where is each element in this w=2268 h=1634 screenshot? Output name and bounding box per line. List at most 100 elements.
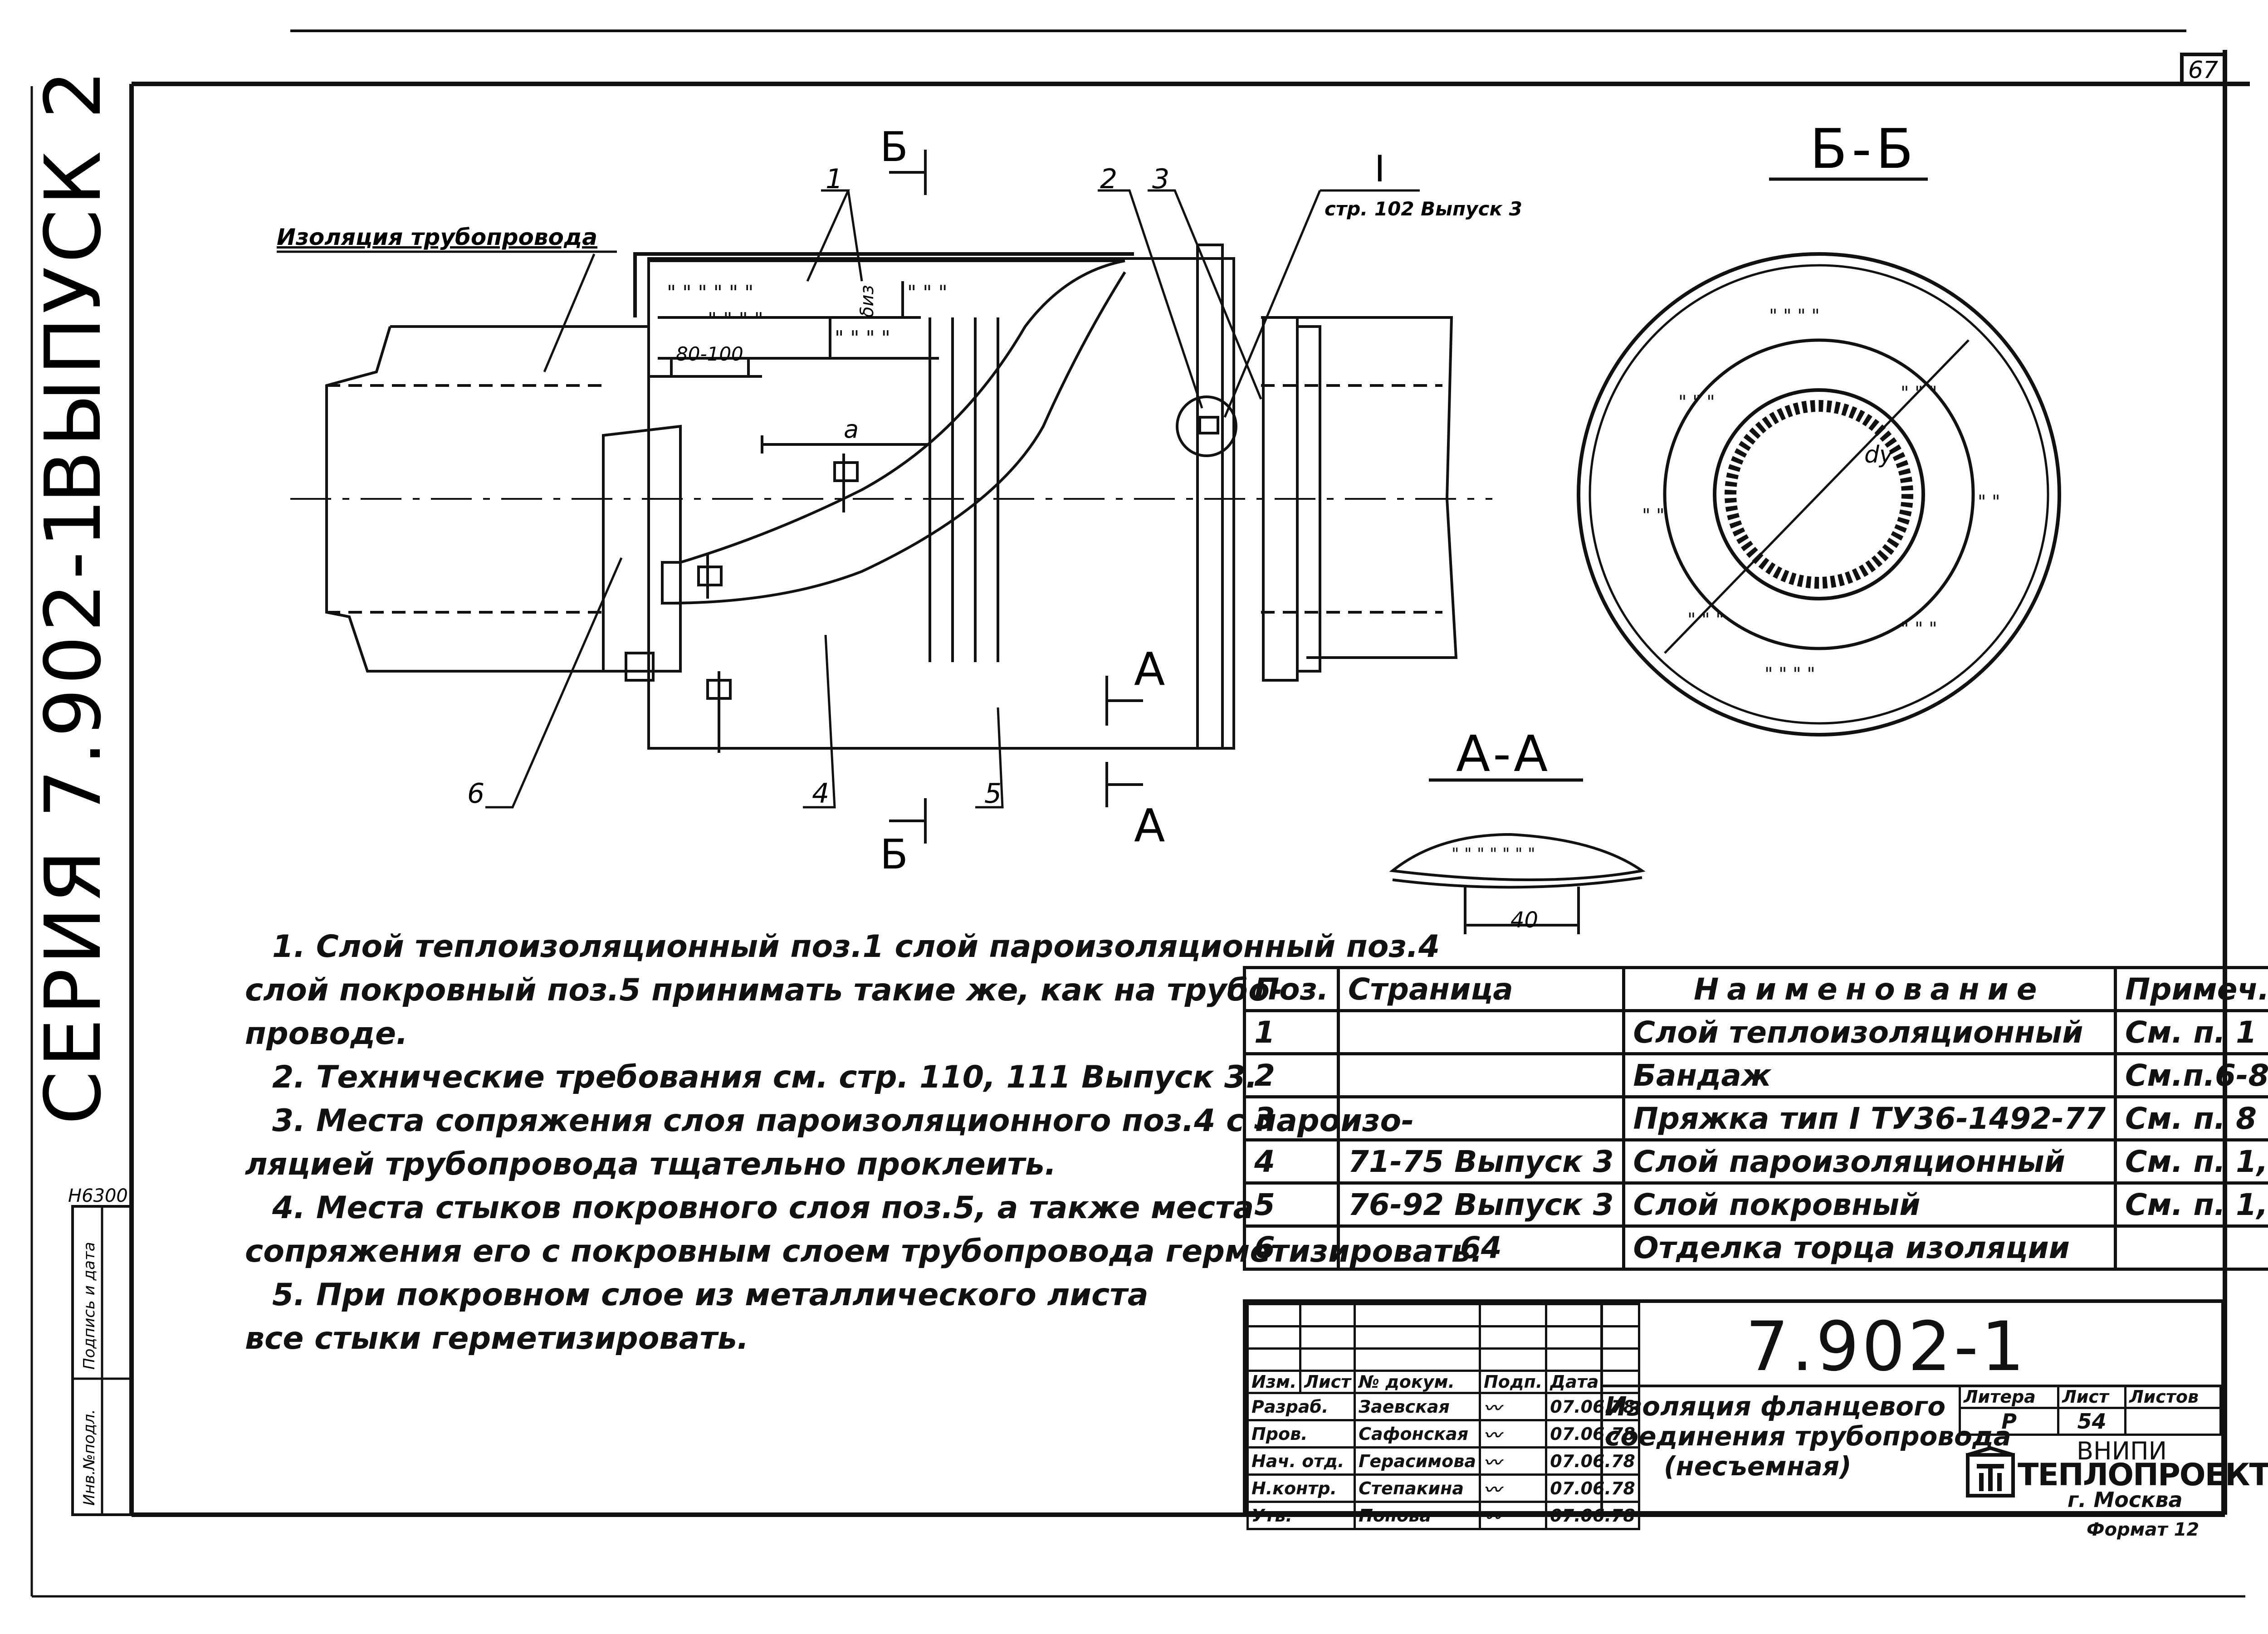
table-row: 2 Бандаж См.п.6-8 ТТ <box>1242 1052 2268 1098</box>
table-row: Нач. отд. Герасимова 〰 07.06.78 <box>1246 1446 1640 1476</box>
dim-80-100: 80-100 <box>676 343 743 365</box>
svg-text:" " " ": " " " " <box>1769 306 1820 327</box>
dim-a: a <box>844 415 859 444</box>
spec-cell: См. п. 1, 3 <box>2114 1138 2268 1185</box>
title-line: соединения трубопровода <box>1605 1421 2011 1452</box>
spec-cell <box>1337 1052 1625 1098</box>
callout-I: I <box>1374 148 1385 190</box>
inv-label: Инв.№подл. <box>80 1409 98 1506</box>
spec-header-row: Поз. Страница Наименование Примеч. <box>1242 966 2268 1012</box>
note-line: 5. При покровном слое из металлического … <box>272 1277 1149 1313</box>
section-a-bottom: A <box>1134 799 1165 852</box>
sheet-info-grid: Литера Лист Листов Р 54 <box>1958 1385 2222 1436</box>
table-row: 4 71-75 Выпуск 3 Слой пароизоляционный С… <box>1242 1138 2268 1185</box>
note-line: слой покровный поз.5 принимать такие же,… <box>245 972 1283 1008</box>
date-cell: 07.06.78 <box>1545 1501 1640 1530</box>
pos-6: 6 <box>467 778 484 810</box>
series-title: СЕРИЯ 7.902-1 <box>29 495 118 1125</box>
left-margin: СЕРИЯ 7.902-1 ВЫПУСК 2 Н6300 Инв.№подл. … <box>29 66 133 1516</box>
spec-cell: 1 <box>1242 1009 1340 1055</box>
table-row: 5 76-92 Выпуск 3 Слой покровный См. п. 1… <box>1242 1181 2268 1228</box>
svg-text:" ": " " <box>1978 492 2000 512</box>
section-aa-view <box>1389 833 1646 934</box>
title-line: Изоляция фланцевого <box>1605 1391 1946 1422</box>
insulation-label: Изоляция трубопровода <box>277 224 597 250</box>
sign-label: Подпись и дата <box>80 1242 98 1370</box>
svg-text:" " ": " " " <box>907 281 948 304</box>
insulation-hatch: " " " " " " " " " " " " " " " " " <box>667 281 948 350</box>
spec-cell: См. п. 1 <box>2114 1009 2268 1055</box>
section-b-bottom: Б <box>880 831 908 878</box>
view-aa-title: А-А <box>1456 725 1550 783</box>
name-cell: Попова <box>1354 1501 1481 1530</box>
signature-cell: 〰 <box>1478 1419 1548 1449</box>
spec-cell: См. п. 8 ТТ <box>2114 1095 2268 1141</box>
svg-text:" " " ": " " " " <box>708 308 763 332</box>
spec-cell <box>1337 1009 1625 1055</box>
spec-cell: 6 <box>1242 1224 1340 1271</box>
side-view <box>290 244 1492 753</box>
spec-cell: Бандаж <box>1622 1052 2117 1098</box>
dim-dy: dy <box>1864 441 1894 468</box>
role-cell: Пров. <box>1246 1419 1356 1449</box>
pos-2: 2 <box>1100 163 1117 195</box>
stamp-header: № докум. <box>1354 1370 1481 1394</box>
signature-cell: 〰 <box>1478 1446 1548 1476</box>
date-cell: 07.06.78 <box>1545 1392 1640 1421</box>
dim-delta-iz: δиз <box>857 285 878 317</box>
svg-text:" " ": " " " <box>1901 619 1937 639</box>
spec-header: Страница <box>1337 966 1625 1012</box>
spec-cell: Слой теплоизоляционный <box>1622 1009 2117 1055</box>
spec-cell: Слой пароизоляционный <box>1622 1138 2117 1185</box>
spec-cell <box>2114 1224 2268 1271</box>
section-a-top: A <box>1134 643 1165 696</box>
table-row: 6 64 Отделка торца изоляции <box>1242 1224 2268 1271</box>
spec-cell: См. п. 1, 4 <box>2114 1181 2268 1228</box>
org-top: ВНИПИ <box>2077 1437 2167 1465</box>
drawing-title: Изоляция фланцевого соединения трубопров… <box>1605 1391 2011 1481</box>
svg-text:" " " ": " " " " <box>835 327 890 350</box>
section-b-top: Б <box>880 123 908 171</box>
spec-header: Примеч. <box>2114 966 2268 1012</box>
note-line: все стыки герметизировать. <box>245 1321 749 1356</box>
spec-cell: 71-75 Выпуск 3 <box>1337 1138 1625 1185</box>
name-cell: Герасимова <box>1354 1446 1481 1476</box>
table-row: Пров. Сафонская 〰 07.06.78 <box>1246 1419 1640 1449</box>
spec-cell: 64 <box>1337 1224 1625 1271</box>
view-bb-title: Б-Б <box>1810 118 1918 181</box>
doc-code: 7.902-1 <box>1745 1307 2027 1386</box>
note-line: ляцией трубопровода тщательно проклеить. <box>245 1146 1056 1182</box>
issue-title: ВЫПУСК 2 <box>29 66 118 503</box>
svg-text:" " ": " " " <box>1901 383 1937 404</box>
table-row: Н.контр. Степакина 〰 07.06.78 <box>1246 1473 1640 1503</box>
spec-cell: 2 <box>1242 1052 1340 1098</box>
table-row: 3 Пряжка тип I ТУ36-1492-77 См. п. 8 ТТ <box>1242 1095 2268 1141</box>
dim-40: 40 <box>1510 907 1538 933</box>
name-cell: Сафонская <box>1354 1419 1481 1449</box>
sheet-label: Лист <box>2057 1385 2127 1409</box>
table-row: Разраб. Заевская 〰 07.06.78 <box>1246 1392 1640 1421</box>
org-name: ТЕПЛОПРОЕКТ <box>2018 1457 2268 1493</box>
note-line: проводе. <box>245 1016 408 1052</box>
role-cell: Утв. <box>1246 1501 1356 1530</box>
lit-label: Литера <box>1958 1385 2060 1409</box>
spec-cell: Пряжка тип I ТУ36-1492-77 <box>1622 1095 2117 1141</box>
callout-I-ref: стр. 102 Выпуск 3 <box>1325 198 1522 220</box>
bb-hatch: " " "" " " " "" " " " "" " " " " " "" " … <box>1642 306 2000 685</box>
spec-cell: 3 <box>1242 1095 1340 1141</box>
page-number: 67 <box>2188 57 2218 84</box>
svg-text:" " ": " " " <box>1687 610 1724 630</box>
role-cell: Н.контр. <box>1246 1473 1356 1503</box>
org-block: ВНИПИ ТЕПЛОПРОЕКТ г. Москва <box>1963 1437 2268 1514</box>
spec-cell: Слой покровный <box>1622 1181 2117 1228</box>
note-line: 4. Места стыков покровного слоя поз.5, а… <box>272 1190 1254 1226</box>
inv-number: Н6300 <box>68 1185 128 1206</box>
svg-text:" " ": " " " <box>1678 392 1715 413</box>
sheet-value: 54 <box>2057 1407 2127 1436</box>
spec-cell: 76-92 Выпуск 3 <box>1337 1181 1625 1228</box>
stamp-header: Дата <box>1545 1370 1640 1394</box>
signature-cell: 〰 <box>1478 1392 1548 1421</box>
sheet-frame <box>30 29 2250 1598</box>
note-line: 3. Места сопряжения слоя пароизоляционно… <box>272 1103 1414 1139</box>
